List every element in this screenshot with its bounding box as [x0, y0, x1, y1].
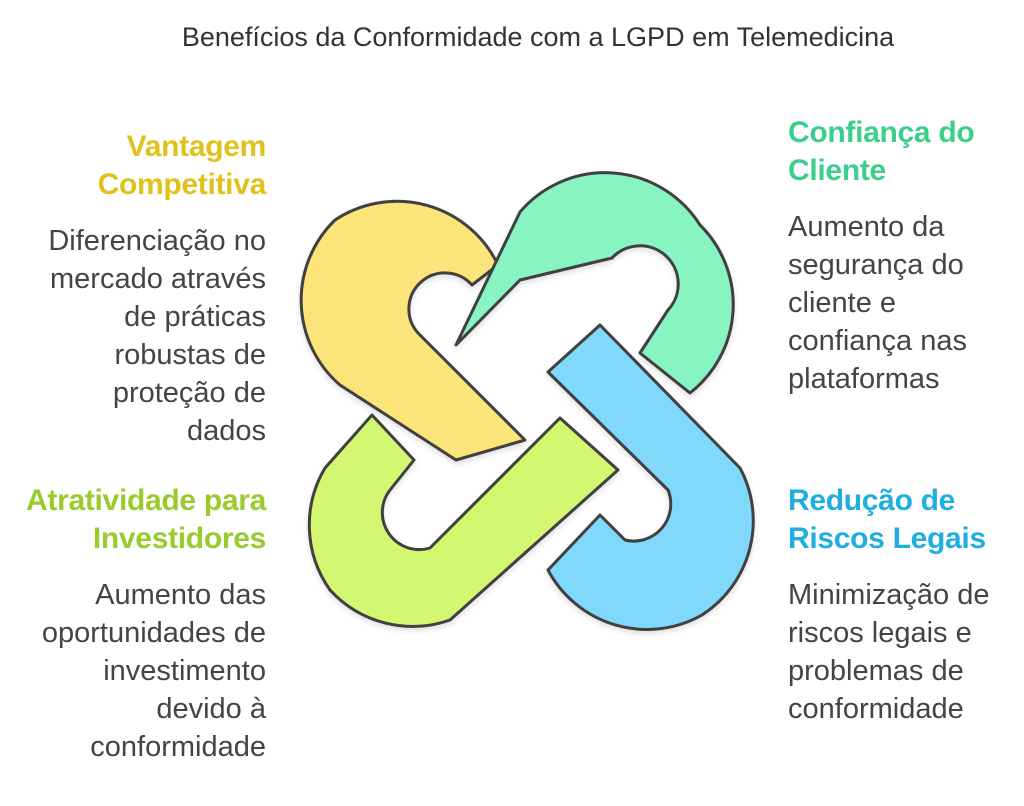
heading-line: Redução de — [788, 484, 956, 517]
benefit-competitive-advantage: Vantagem Competitiva Diferenciação no me… — [20, 128, 266, 450]
description-line: Aumento da — [788, 211, 945, 243]
benefit-description: Diferenciação no mercado através de prát… — [20, 222, 266, 450]
benefit-heading: Redução de Riscos Legais — [788, 482, 1018, 558]
description-line: dados — [186, 415, 266, 447]
description-line: cliente e — [788, 287, 897, 319]
benefit-heading: Atratividade para Investidores — [20, 482, 266, 558]
description-line: oportunidades de — [41, 617, 266, 649]
benefit-customer-trust: Confiança do Cliente Aumento da seguranç… — [788, 114, 1018, 398]
heading-line: Investidores — [92, 522, 266, 555]
description-line: conformidade — [90, 731, 266, 763]
description-line: conformidade — [788, 693, 964, 725]
description-line: segurança do — [788, 249, 964, 281]
heading-line: Confiança do — [788, 116, 975, 149]
yellow-link-shape — [299, 199, 527, 462]
description-line: problemas de — [788, 655, 964, 687]
description-line: confiança nas — [788, 325, 967, 357]
description-line: mercado através — [50, 263, 266, 295]
benefit-description: Aumento das oportunidades de investiment… — [20, 576, 266, 766]
description-line: robustas de — [114, 339, 266, 371]
description-line: Diferenciação no — [48, 225, 266, 257]
description-line: Minimização de — [788, 579, 990, 611]
heading-line: Cliente — [788, 154, 886, 187]
description-line: investimento — [103, 655, 266, 687]
description-line: proteção de — [112, 377, 266, 409]
heading-line: Riscos Legais — [788, 522, 986, 555]
description-line: Aumento das — [95, 579, 266, 611]
benefit-heading: Confiança do Cliente — [788, 114, 1018, 190]
page-title: Benefícios da Conformidade com a LGPD em… — [181, 22, 895, 52]
benefit-legal-risk-reduction: Redução de Riscos Legais Minimização de … — [788, 482, 1018, 728]
blue-link-shape — [546, 323, 755, 631]
description-line: riscos legais e — [788, 617, 972, 649]
heading-line: Atratividade para — [26, 484, 266, 517]
description-line: devido à — [156, 693, 266, 725]
lime-link-shape — [307, 413, 620, 628]
green-link-shape — [454, 171, 735, 395]
benefit-description: Aumento da segurança do cliente e confia… — [788, 208, 1018, 398]
benefit-description: Minimização de riscos legais e problemas… — [788, 576, 1018, 728]
description-line: de práticas — [124, 301, 266, 333]
description-line: plataformas — [788, 363, 940, 395]
benefit-investor-attractiveness: Atratividade para Investidores Aumento d… — [20, 482, 266, 766]
benefit-heading: Vantagem Competitiva — [20, 128, 267, 204]
heading-line: Competitiva — [97, 168, 267, 201]
heading-line: Vantagem — [126, 130, 267, 163]
